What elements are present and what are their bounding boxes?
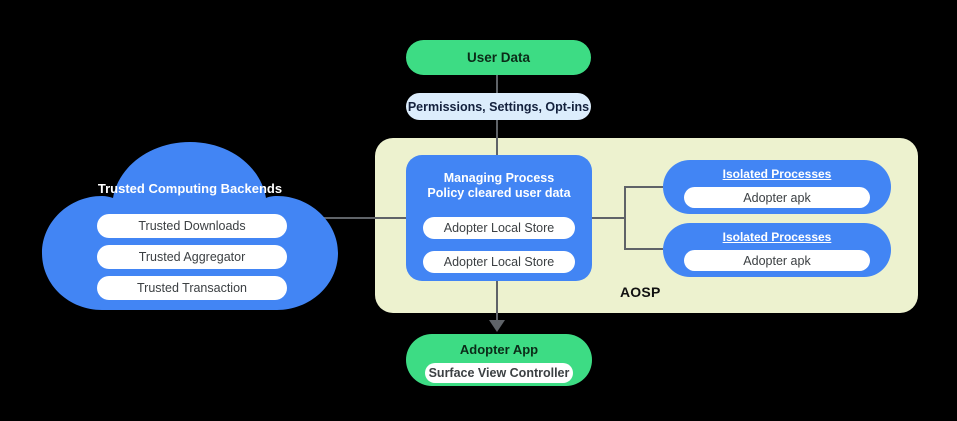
adopter-app-node[interactable]: Adopter App Surface View Controller [406, 334, 592, 386]
surface-view-controller-label: Surface View Controller [428, 366, 570, 380]
adopter-apk-2[interactable]: Adopter apk [684, 250, 870, 271]
user-data-label: User Data [466, 50, 531, 65]
connector-permissions-to-managing-process [496, 120, 498, 155]
adopter-local-store-1[interactable]: Adopter Local Store [423, 217, 575, 239]
cloud-item-label: Trusted Downloads [138, 219, 246, 233]
adopter-apk-label: Adopter apk [743, 190, 811, 205]
cloud-item-trusted-downloads[interactable]: Trusted Downloads [97, 214, 287, 238]
adopter-local-store-label: Adopter Local Store [443, 221, 555, 235]
managing-process-node[interactable]: Managing Process Policy cleared user dat… [406, 155, 592, 281]
adopter-app-title: Adopter App [459, 342, 539, 357]
arrow-down-icon [489, 320, 505, 332]
connector-fork-to-isolated-1 [624, 186, 663, 188]
connector-cloud-to-managing-process [300, 217, 406, 219]
adopter-apk-1[interactable]: Adopter apk [684, 187, 870, 208]
connector-fork-to-isolated-2 [624, 248, 663, 250]
cloud-item-label: Trusted Aggregator [138, 250, 246, 264]
managing-process-title-line2: Policy cleared user data [427, 186, 571, 200]
managing-process-title-line1: Managing Process [443, 171, 555, 185]
surface-view-controller[interactable]: Surface View Controller [425, 363, 573, 383]
user-data-node[interactable]: User Data [406, 40, 591, 75]
cloud-item-label: Trusted Transaction [136, 281, 247, 295]
permissions-label: Permissions, Settings, Opt-ins [407, 99, 590, 114]
connector-userdata-to-permissions [496, 75, 498, 93]
isolated-process-node-2[interactable]: Isolated Processes Adopter apk [663, 223, 891, 277]
adopter-local-store-2[interactable]: Adopter Local Store [423, 251, 575, 273]
adopter-local-store-label: Adopter Local Store [443, 255, 555, 269]
aosp-label: AOSP [620, 284, 661, 300]
connector-fork-vertical [624, 187, 626, 249]
connector-managing-process-to-fork [592, 217, 626, 219]
managing-process-title: Managing Process Policy cleared user dat… [427, 171, 570, 201]
cloud-item-trusted-aggregator[interactable]: Trusted Aggregator [97, 245, 287, 269]
trusted-computing-backends-cloud[interactable]: Trusted Computing Backends Trusted Downl… [40, 140, 340, 315]
cloud-title: Trusted Computing Backends [97, 181, 283, 196]
adopter-apk-label: Adopter apk [743, 253, 811, 268]
cloud-item-trusted-transaction[interactable]: Trusted Transaction [97, 276, 287, 300]
connector-managing-process-to-adopter-app [496, 281, 498, 326]
isolated-process-node-1[interactable]: Isolated Processes Adopter apk [663, 160, 891, 214]
permissions-settings-optins-node[interactable]: Permissions, Settings, Opt-ins [406, 93, 591, 120]
isolated-process-title: Isolated Processes [722, 230, 832, 244]
isolated-process-title: Isolated Processes [722, 167, 832, 181]
